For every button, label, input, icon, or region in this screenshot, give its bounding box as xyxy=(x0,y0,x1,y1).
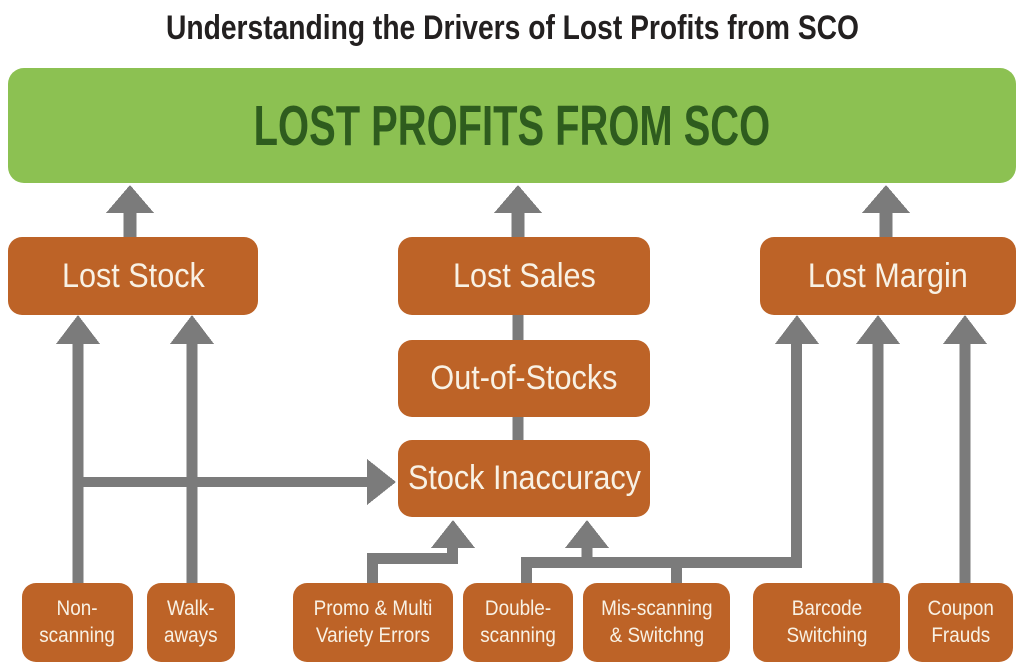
node-walk-aways: Walk- aways xyxy=(147,583,235,662)
node-mis-scanning-switching: Mis-scanning & Switchng xyxy=(583,583,730,662)
node-mis-scanning-label: Mis-scanning & Switchng xyxy=(600,596,713,647)
node-lost-profits-from-sco: LOST PROFITS FROM SCO xyxy=(8,68,1016,183)
node-double-scanning: Double- scanning xyxy=(463,583,573,662)
node-promo-multi-label: Promo & Multi Variety Errors xyxy=(313,596,433,647)
node-stock-inaccuracy-label: Stock Inaccuracy xyxy=(407,459,641,497)
node-barcode-switching: Barcode Switching xyxy=(753,583,900,662)
arrow-coupon-frauds-to-lost-margin xyxy=(943,315,987,590)
node-out-of-stocks: Out-of-Stocks xyxy=(398,340,650,417)
node-non-scanning: Non- scanning xyxy=(22,583,133,662)
node-walk-aways-label: Walk- aways xyxy=(164,596,218,647)
link-out-of-stocks-to-lost-sales xyxy=(512,315,524,340)
node-barcode-switching-label: Barcode Switching xyxy=(786,596,867,647)
node-promo-multi-variety-errors: Promo & Multi Variety Errors xyxy=(293,583,453,662)
arrow-lost-stock-to-root xyxy=(106,185,154,237)
node-lost-stock: Lost Stock xyxy=(8,237,258,315)
arrow-walk-aways-to-lost-stock xyxy=(170,315,214,583)
link-stock-inaccuracy-to-out-of-stocks xyxy=(512,417,524,440)
arrow-lost-margin-to-root xyxy=(862,185,910,237)
arrow-non-scanning-to-lost-stock xyxy=(56,315,100,583)
node-lost-stock-label: Lost Stock xyxy=(61,256,205,295)
node-non-scanning-label: Non- scanning xyxy=(39,596,116,647)
arrow-lost-sales-to-root xyxy=(494,185,542,237)
node-lost-sales: Lost Sales xyxy=(398,237,650,315)
arrow-barcode-switching-to-lost-margin xyxy=(856,315,900,590)
node-lost-profits-label: LOST PROFITS FROM SCO xyxy=(253,93,771,158)
arrow-scanning-bus-to-stock-inaccuracy-and-lost-margin xyxy=(521,315,819,583)
diagram-title-text: Understanding the Drivers of Lost Profit… xyxy=(165,8,859,47)
arrow-left-branch-to-stock-inaccuracy xyxy=(73,459,396,505)
node-stock-inaccuracy: Stock Inaccuracy xyxy=(398,440,650,517)
node-double-scanning-label: Double- scanning xyxy=(480,596,556,647)
node-lost-margin: Lost Margin xyxy=(760,237,1016,315)
node-lost-sales-label: Lost Sales xyxy=(452,256,596,295)
node-out-of-stocks-label: Out-of-Stocks xyxy=(430,359,618,397)
node-lost-margin-label: Lost Margin xyxy=(808,256,968,295)
arrow-promo-multi-to-stock-inaccuracy xyxy=(367,520,475,583)
node-coupon-frauds-label: Coupon Frauds xyxy=(927,596,994,647)
diagram-title: Understanding the Drivers of Lost Profit… xyxy=(0,8,1024,48)
node-coupon-frauds: Coupon Frauds xyxy=(908,583,1013,662)
